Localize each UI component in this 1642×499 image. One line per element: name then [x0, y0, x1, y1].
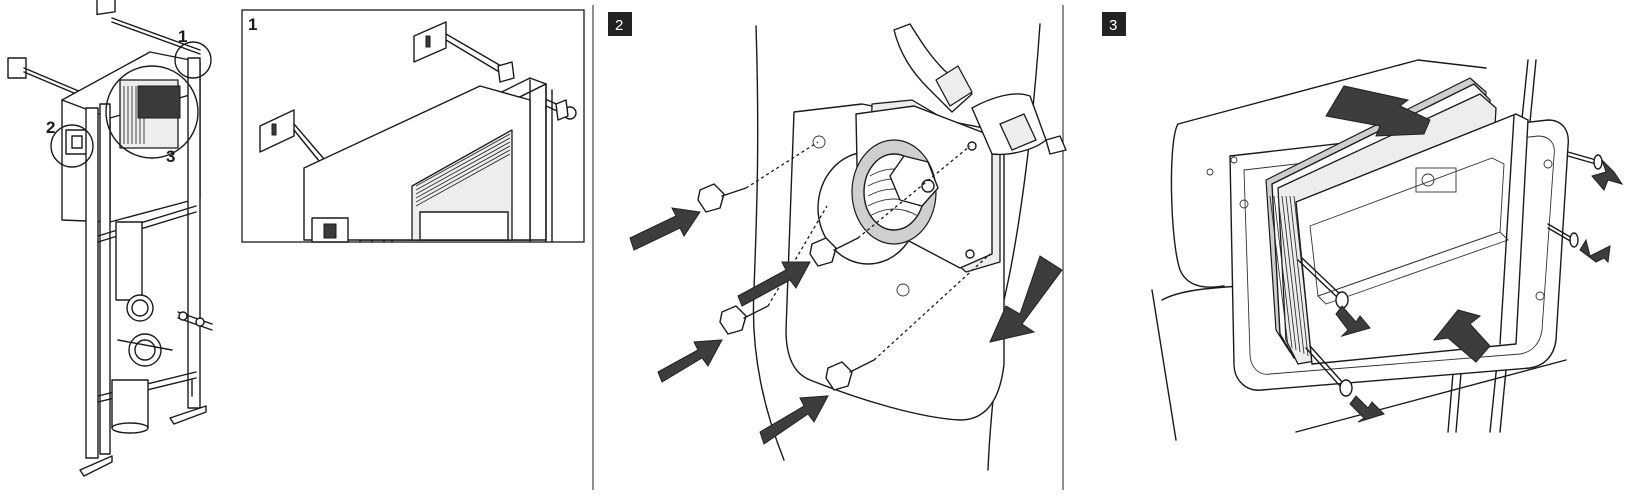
arrow-small-1 [1335, 305, 1371, 338]
detail-bracket-top [413, 21, 577, 121]
arrow-lift-cover [1325, 85, 1431, 137]
callout-2: 2 [46, 118, 55, 137]
screw-3 [719, 205, 828, 335]
detail-box-1: 1 [241, 9, 585, 243]
cistern-box [61, 51, 201, 223]
step-2-badge [608, 12, 632, 36]
zoom-circle-1 [174, 41, 212, 79]
arrow-push-1 [629, 207, 701, 251]
arrow-slide-out [989, 255, 1063, 343]
callout-3: 3 [166, 147, 175, 166]
arrow-push-2 [737, 261, 811, 307]
callout-1: 1 [178, 27, 187, 46]
frame-overview: 1 2 3 [7, 0, 213, 477]
drain-pipe [111, 221, 213, 434]
arrow-push-cover [1432, 309, 1491, 363]
detail-cistern [303, 85, 531, 243]
screw-bottom-left [1305, 345, 1353, 397]
screw-top-right [1567, 151, 1603, 170]
zoom-circle-3 [105, 65, 199, 159]
water-connector [851, 99, 1001, 273]
wall-bracket-top [96, 0, 201, 55]
screw-4 [825, 253, 991, 391]
zoom-circle-2 [50, 124, 94, 168]
step-3-panel: 3 [1102, 12, 1624, 441]
supply-pipes [893, 23, 1067, 156]
screw-mid-right [1547, 223, 1579, 248]
step-2-number: 2 [615, 17, 623, 34]
arrow-right-2 [1579, 238, 1611, 264]
arrow-right-1 [1591, 159, 1624, 191]
screw-1 [697, 141, 819, 213]
step-3-number: 3 [1109, 17, 1117, 34]
arrow-small-2 [1349, 395, 1385, 423]
arrow-push-4 [759, 395, 829, 445]
inspection-cover [1265, 77, 1529, 365]
step-3-badge [1102, 12, 1126, 36]
screw-left [1297, 257, 1349, 309]
detail-1-label: 1 [248, 15, 257, 34]
screw-2 [809, 145, 971, 267]
step-2-panel: 2 [608, 12, 1067, 471]
arrow-push-3 [657, 339, 723, 383]
